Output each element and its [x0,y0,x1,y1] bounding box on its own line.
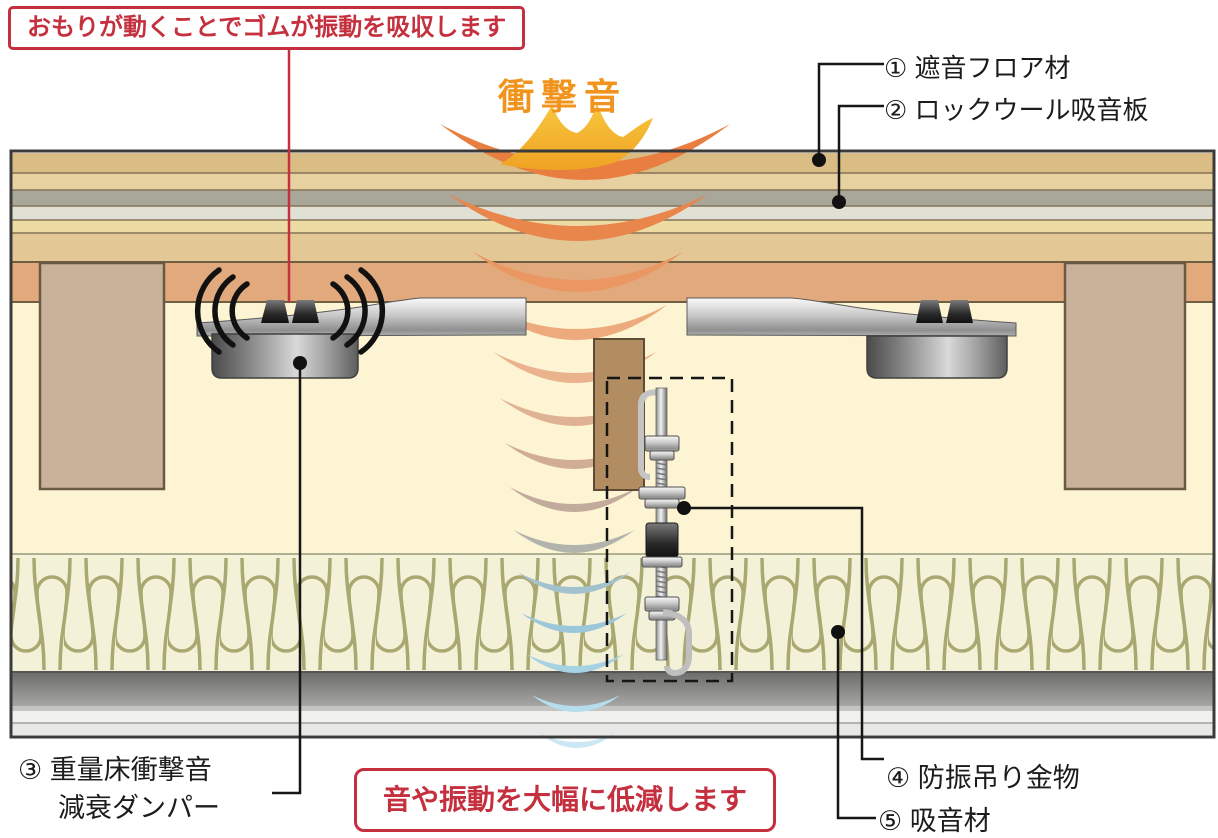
vibration-arcs-icon [194,267,386,355]
part-label-3-impact-damper: ③ 重量床衝撃音 減衰ダンパー [18,751,220,827]
damper-weight-drum [211,333,359,379]
subfloor-panel-layer [12,233,1213,262]
flooring-layer-2 [12,173,1213,190]
washer [641,556,683,568]
impact-sound-label: 衝撃音 [498,76,628,117]
hex-nut [644,435,680,452]
sound-wave-crescent [485,305,667,340]
right-joist [1063,261,1187,491]
rubber-mount-icon [261,300,289,323]
weight-rubber-note: おもりが動くことでゴムが振動を吸収します [8,6,526,50]
leader-line-2 [837,104,884,200]
underlay-layer [12,206,1213,220]
sound-wave-crescent [526,654,624,673]
isolator-rubber-block [645,522,679,558]
damper-bracket [686,297,1017,337]
sound-wave-crescent [517,572,631,594]
right-damper [686,297,1017,379]
part-label-1-soundproof-flooring: ① 遮音フロア材 [884,53,1071,83]
flange-nut [638,486,686,500]
part-label-5-sound-absorber: ⑤ 吸音材 [878,806,991,836]
hex-nut [644,596,680,612]
sound-wave-crescent [448,194,708,241]
detail-dashed-box [605,376,734,683]
sound-wave-crescent [521,613,627,633]
sound-wave-crescent [509,487,639,512]
rubber-mount-icon [916,300,943,323]
left-damper [194,267,527,379]
left-joist [38,261,166,491]
washer [649,450,675,461]
part-label-2-rockwool-board: ② ロックウール吸音板 [884,95,1149,125]
damper-weight-drum [866,335,1008,379]
rubber-mount-icon [946,300,973,323]
impact-burst-icon [500,103,653,171]
sound-wave-crescent [473,252,683,292]
hanger-top-hook [638,389,660,480]
sound-wave-crescent [531,695,621,712]
hanger-bottom-hook [662,609,692,677]
leader-line-3 [272,363,302,795]
ceiling-strip-1 [12,706,1213,711]
ceiling-strip-3 [12,723,1213,735]
floor-layer-stack [12,153,1213,735]
part-label-3-line2: 減衰ダンパー [58,793,220,823]
hanger-wood-block [593,338,645,491]
washer [644,498,680,509]
leader-line-5 [836,632,876,820]
leader-lines [272,62,884,820]
leader-dots [293,153,846,639]
ceiling-strip-2 [12,711,1213,723]
sound-wave-crescent [539,733,615,748]
rubber-mount-icon [292,300,319,323]
section-frame [9,149,1216,739]
absorber-batt-pattern [12,554,1213,672]
leader-line-4 [684,506,884,761]
leader-line-1 [817,62,884,158]
vibration-isolating-hanger [638,387,692,677]
sound-wave-crescent [513,530,635,553]
reduction-note: 音や振動を大幅に低減します [354,768,777,832]
part-label-3-line1: ③ 重量床衝撃音 [18,755,212,785]
part-label-4-vibration-hanger: ④ 防振吊り金物 [886,763,1080,793]
ceiling-board [12,672,1213,706]
slab-separators [12,261,1213,303]
rockwool-board-layer [12,190,1213,206]
